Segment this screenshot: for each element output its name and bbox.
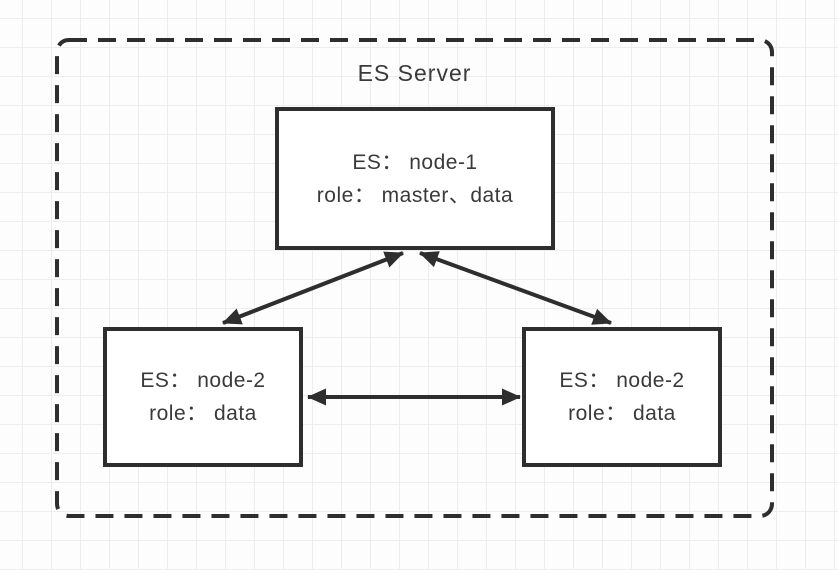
- cluster-title: ES Server: [357, 60, 472, 86]
- node-role-label: role： data: [149, 402, 257, 425]
- node-name-label: ES： node-1: [352, 150, 478, 174]
- node-name-label: ES： node-2: [559, 369, 685, 392]
- node-role-label: role： master、data: [316, 183, 514, 207]
- node-box-node-2-right: ES： node-2 role： data: [522, 327, 722, 467]
- node-box-node-1: ES： node-1 role： master、data: [275, 107, 555, 250]
- arrow-master-to-right-icon: [419, 251, 612, 325]
- node-role-label: role： data: [568, 402, 676, 425]
- arrow-master-to-left-icon: [222, 251, 404, 325]
- node-box-node-2-left: ES： node-2 role： data: [103, 327, 303, 467]
- node-name-label: ES： node-2: [140, 369, 266, 392]
- cluster-boundary: [55, 38, 774, 518]
